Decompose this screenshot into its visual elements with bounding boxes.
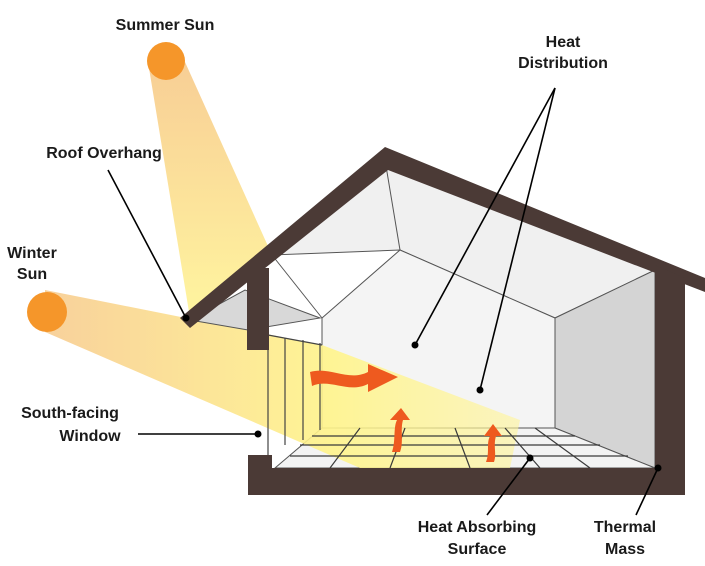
thermal-mass-label-line2: Mass (605, 541, 645, 558)
floor-grid (290, 427, 628, 469)
floor-slab (248, 468, 685, 495)
summer-sun-beam (148, 62, 272, 318)
winter-sun-label-line2: Sun (17, 266, 47, 283)
leader-lines (107, 87, 659, 516)
thermal-mass-label-line1: Thermal (594, 519, 656, 536)
south-facing-window-label-line2: Window (59, 428, 121, 445)
house-structure (180, 147, 705, 495)
roof (180, 147, 705, 328)
heat-arrow-icon (390, 408, 410, 452)
summer-sun-label: Summer Sun (116, 17, 215, 34)
winter-sun-label-line1: Winter (7, 245, 57, 262)
summer-sun-icon (147, 42, 185, 80)
heat-absorbing-surface-label-line2: Surface (448, 541, 507, 558)
roof-overhang-label: Roof Overhang (46, 145, 162, 162)
thermal-mass-wall (655, 265, 685, 495)
south-facing-window (267, 334, 323, 455)
leader-dots (182, 314, 662, 472)
heat-absorbing-surface-label-line1: Heat Absorbing (418, 519, 537, 536)
heat-distribution-label-line1: Heat (546, 34, 581, 51)
heat-arrow-icon (484, 424, 502, 462)
heat-distribution-label-line2: Distribution (518, 55, 608, 72)
winter-sun-icon (27, 292, 67, 332)
left-wall-upper (247, 268, 269, 350)
south-facing-window-label-line1: South-facing (21, 405, 119, 422)
heat-arrow-icon (310, 364, 398, 392)
